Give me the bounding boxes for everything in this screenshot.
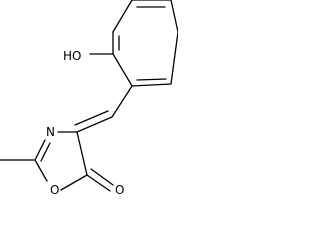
bond-c5-c4	[76, 131, 88, 176]
bond-benzene-4	[170, 31, 178, 85]
bond-vinyl-double-a	[76, 116, 113, 133]
structure-diagram: HO N O O	[0, 0, 178, 197]
ring-oxygen-label: O	[50, 183, 59, 197]
ring-nitrogen-label: N	[46, 125, 55, 139]
bond-benzene-1	[112, 0, 133, 33]
hydroxyl-label: HO	[63, 49, 81, 63]
bond-benzene-inner-2	[136, 78, 167, 81]
bond-benzene-6	[112, 53, 133, 87]
bond-carbonyl-a	[86, 174, 111, 192]
bond-carbonyl-b	[90, 168, 114, 186]
oxazolone-ring	[34, 131, 88, 191]
bond-aryl-vinyl	[111, 85, 133, 118]
bond-c2-o	[34, 159, 48, 182]
bond-o-c5	[60, 174, 88, 191]
bond-n-c2	[34, 139, 46, 161]
bond-vinyl-double-b	[74, 110, 109, 126]
bond-benzene-3	[170, 0, 178, 33]
carbonyl-oxygen-label: O	[115, 183, 124, 197]
benzene-ring	[112, 0, 178, 87]
bond-benzene-5	[131, 83, 172, 87]
bond-n-c2-double	[40, 142, 51, 162]
